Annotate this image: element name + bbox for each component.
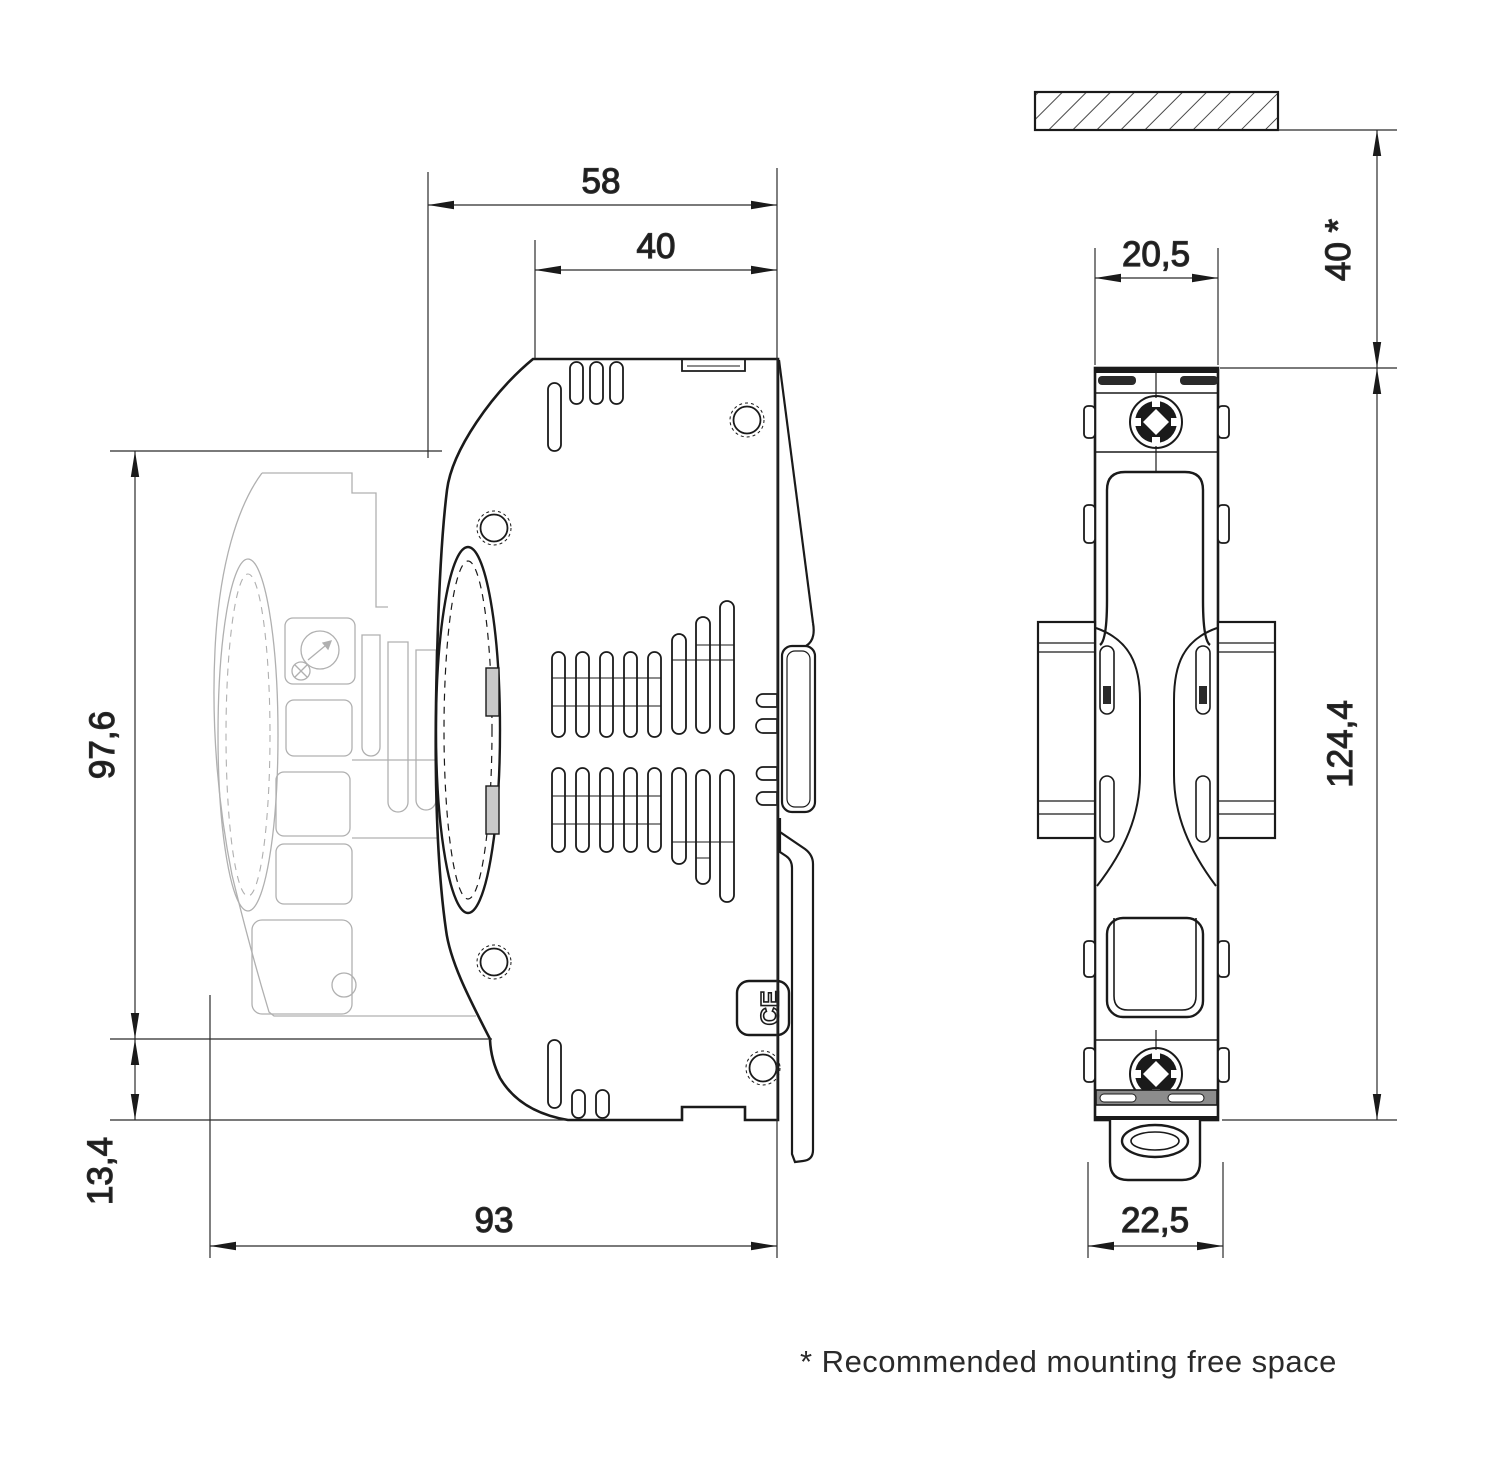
vent-grid-upper xyxy=(551,600,735,738)
dim-mounting-free-space: 40 * xyxy=(1220,130,1397,369)
front-module xyxy=(1036,366,1277,1182)
dim-top-width: 20,5 xyxy=(1094,234,1219,365)
top-vent-slots xyxy=(547,361,624,452)
screw-slot-icon xyxy=(300,630,340,670)
dim-body-width: 40 xyxy=(534,226,777,358)
dim-body-width-label: 40 xyxy=(637,227,676,266)
base-band xyxy=(1095,1089,1218,1106)
dim-bottom-width: 22,5 xyxy=(1087,1162,1224,1258)
bottom-vent-slots xyxy=(547,1039,610,1119)
dim-total-depth: 93 xyxy=(209,995,777,1258)
housing-outline xyxy=(434,357,780,1122)
din-rail-clip xyxy=(777,359,817,1164)
dim-top-width-label: 20,5 xyxy=(1122,235,1190,274)
din-latch xyxy=(778,818,815,1164)
dim-bottom-width-label: 22,5 xyxy=(1121,1201,1189,1240)
module-housing: CE xyxy=(434,357,817,1164)
dim-module-height: 97,6 xyxy=(82,450,492,1040)
dim-total-height-label: 124,4 xyxy=(1321,700,1360,788)
dim-total-height: 124,4 xyxy=(1222,368,1397,1121)
dim-mounting-free-space-label: 40 * xyxy=(1319,218,1358,281)
mounting-wall-section xyxy=(1033,90,1397,132)
rear-pins xyxy=(755,693,778,806)
ce-mark: CE xyxy=(735,979,791,1037)
vent-grid-lower xyxy=(551,767,735,903)
housing-lens xyxy=(434,545,502,915)
footnote: * Recommended mounting free space xyxy=(800,1344,1337,1379)
bottom-mounting-tab xyxy=(1108,1120,1202,1182)
side-tabs xyxy=(1083,405,1230,1083)
front-view-dimensions: 20,5 40 * 124,4 22,5 xyxy=(1087,130,1397,1258)
terminal-flanges xyxy=(1036,620,1277,843)
ghost-screw-box xyxy=(284,617,356,685)
ghost-plug-module xyxy=(213,472,476,1017)
dim-overall-width-label: 58 xyxy=(582,162,621,201)
dim-rail-offset: 13,4 xyxy=(80,1039,565,1206)
dim-overall-width: 58 xyxy=(427,161,777,458)
side-view: CE 58 40 97,6 xyxy=(80,161,817,1258)
side-view-dimensions: 58 40 97,6 13,4 xyxy=(80,161,778,1258)
dim-module-height-label: 97,6 xyxy=(83,711,122,779)
dim-rail-offset-label: 13,4 xyxy=(81,1137,120,1205)
ce-mark-text: CE xyxy=(757,991,785,1026)
front-view: 20,5 40 * 124,4 22,5 xyxy=(1033,90,1397,1258)
dim-total-depth-label: 93 xyxy=(475,1201,514,1240)
cross-screw-icon xyxy=(291,661,311,681)
phillips-screw-top-icon xyxy=(1129,395,1183,449)
